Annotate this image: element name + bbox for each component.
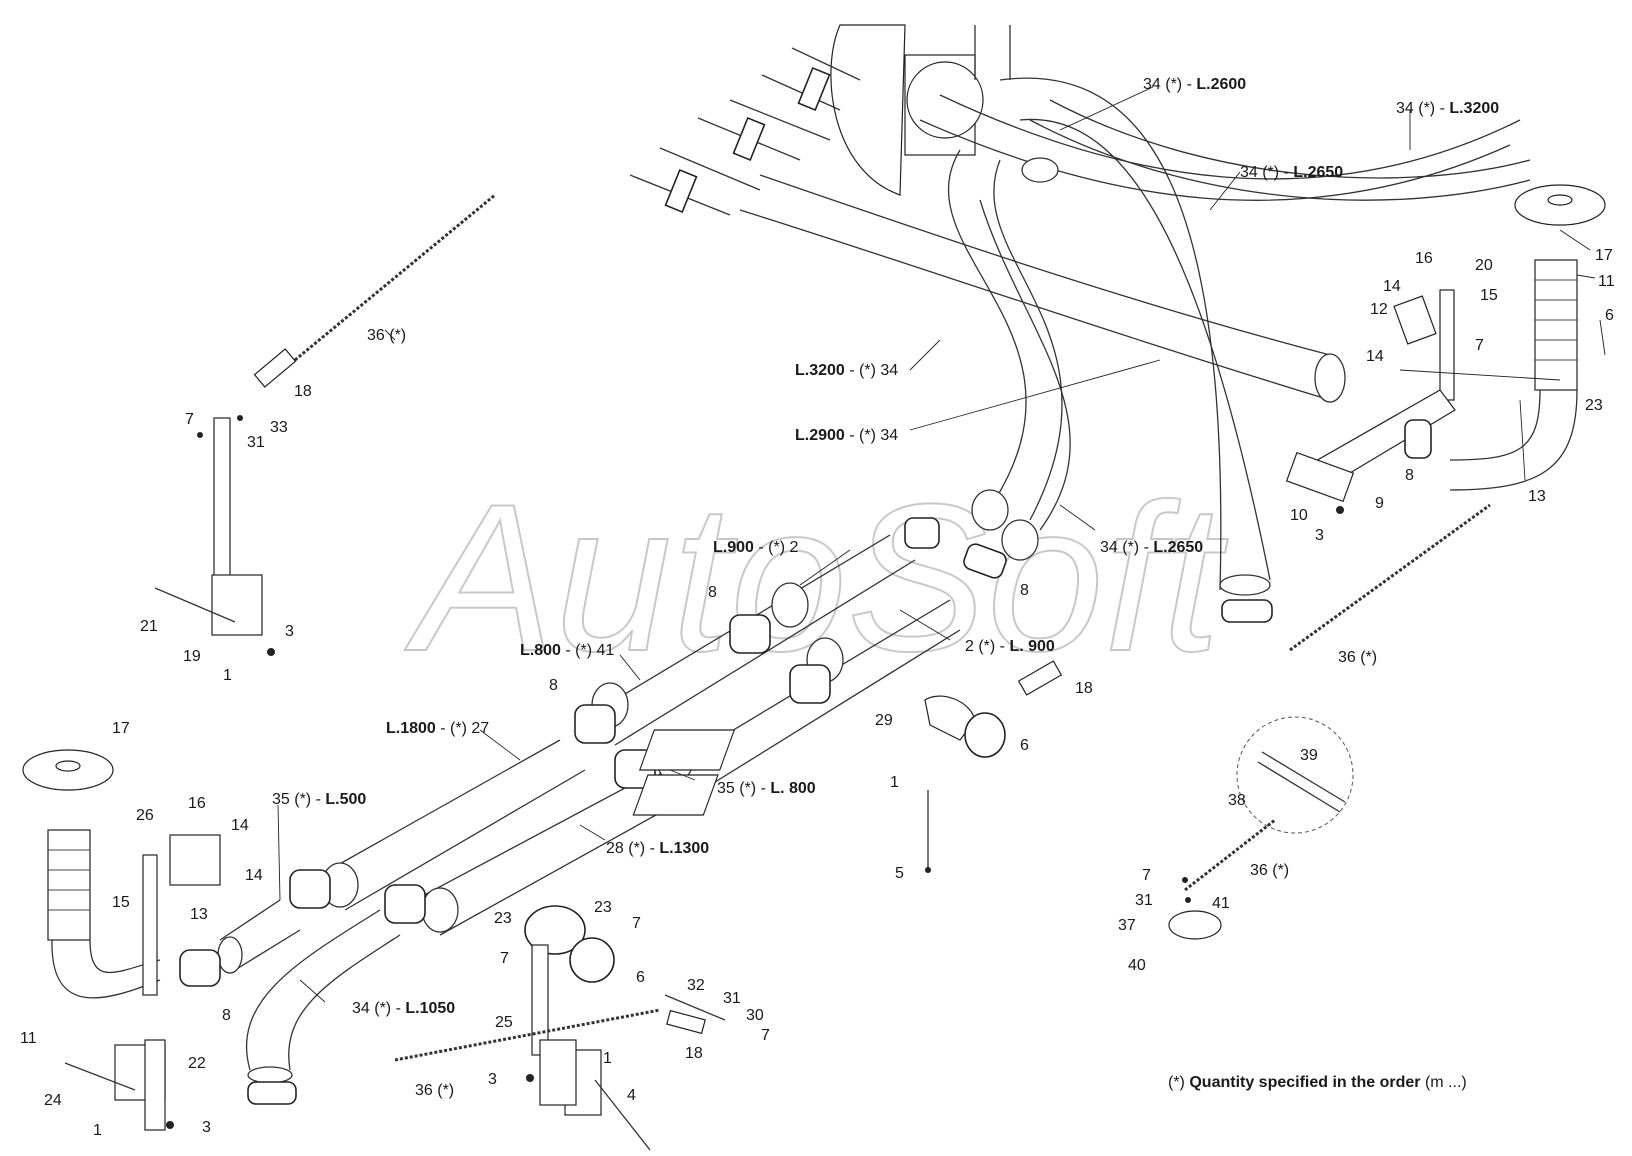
- label-34-l2900: L.2900 - (*) 34: [795, 427, 898, 444]
- callout-22: 22: [188, 1055, 206, 1072]
- bottom-middle-stand: [394, 905, 726, 1151]
- callout-3: 3: [202, 1119, 211, 1136]
- callout-7: 7: [185, 411, 194, 428]
- callout-24: 24: [44, 1092, 62, 1109]
- callout-8: 8: [222, 1007, 231, 1024]
- callout-18: 18: [294, 383, 312, 400]
- callout-14: 14: [1366, 348, 1384, 365]
- callout-11: 11: [20, 1030, 37, 1047]
- label-34-l3200-left: L.3200 - (*) 34: [795, 362, 898, 379]
- callout-36: 36 (*): [1250, 862, 1289, 879]
- callout-7: 7: [761, 1027, 770, 1044]
- callout-8: 8: [708, 584, 717, 601]
- callout-16: 16: [1415, 250, 1433, 267]
- quantity-note: (*) Quantity specified in the order (m .…: [1168, 1074, 1467, 1092]
- callout-6: 6: [1605, 307, 1614, 324]
- callout-36: 36 (*): [1338, 649, 1377, 666]
- label-35-l800: 35 (*) - L. 800: [717, 780, 816, 797]
- callout-10: 10: [1290, 507, 1308, 524]
- label-2-l900: 2 (*) - L. 900: [965, 638, 1055, 655]
- label-28-l1300: 28 (*) - L.1300: [606, 840, 709, 857]
- callout-14: 14: [231, 817, 249, 834]
- callout-1: 1: [603, 1050, 612, 1067]
- label-35-l500: 35 (*) - L.500: [272, 791, 366, 808]
- callout-13: 13: [1528, 488, 1546, 505]
- callout-36: 36 (*): [415, 1082, 454, 1099]
- note-prefix: (*): [1168, 1074, 1185, 1091]
- callout-14: 14: [1383, 278, 1401, 295]
- label-34-l2650-top: 34 (*) - L.2650: [1240, 164, 1343, 181]
- callout-8: 8: [1020, 582, 1029, 599]
- callout-6: 6: [1020, 737, 1029, 754]
- callout-26: 26: [136, 807, 154, 824]
- callout-39: 39: [1300, 747, 1318, 764]
- callout-13: 13: [190, 906, 208, 923]
- callout-31: 31: [247, 434, 265, 451]
- callout-12: 12: [1370, 301, 1388, 318]
- callout-15: 15: [112, 894, 130, 911]
- callout-20: 20: [1475, 257, 1493, 274]
- callout-33: 33: [270, 419, 288, 436]
- callout-1: 1: [93, 1122, 102, 1139]
- callout-18: 18: [685, 1045, 703, 1062]
- callout-1: 1: [890, 774, 899, 791]
- callout-3: 3: [1315, 527, 1324, 544]
- callout-14: 14: [245, 867, 263, 884]
- callout-17: 17: [1595, 247, 1613, 264]
- right-stand: [1285, 184, 1606, 652]
- left-lower-stand: [22, 749, 221, 1131]
- callout-32: 32: [687, 977, 705, 994]
- callout-31: 31: [1135, 892, 1153, 909]
- upper-pipe-bundle: [629, 24, 1531, 623]
- callout-29: 29: [875, 712, 893, 729]
- callout-7: 7: [632, 915, 641, 932]
- callout-37: 37: [1118, 917, 1136, 934]
- left-upper-stand: [154, 193, 496, 656]
- callout-15: 15: [1480, 287, 1498, 304]
- label-34-l1050: 34 (*) - L.1050: [352, 1000, 455, 1017]
- label-34-l2650-mid: 34 (*) - L.2650: [1100, 539, 1203, 556]
- callout-9: 9: [1375, 495, 1384, 512]
- callout-38: 38: [1228, 792, 1246, 809]
- callout-23: 23: [494, 910, 512, 927]
- callout-1: 1: [223, 667, 232, 684]
- callout-7: 7: [1142, 867, 1151, 884]
- label-41-l800: L.800 - (*) 41: [520, 642, 614, 659]
- label-34-l2600: 34 (*) - L.2600: [1143, 76, 1246, 93]
- callout-36: 36 (*): [367, 327, 406, 344]
- callout-17: 17: [112, 720, 130, 737]
- callout-41: 41: [1212, 895, 1230, 912]
- callout-5: 5: [895, 865, 904, 882]
- label-2-l900-top: L.900 - (*) 2: [713, 539, 798, 556]
- callout-25: 25: [495, 1014, 513, 1031]
- note-suffix: (m ...): [1424, 1074, 1467, 1091]
- callout-8: 8: [1405, 467, 1414, 484]
- callout-23: 23: [594, 899, 612, 916]
- callout-8: 8: [549, 677, 558, 694]
- callout-6: 6: [636, 969, 645, 986]
- callout-7: 7: [1475, 337, 1484, 354]
- callout-18: 18: [1075, 680, 1093, 697]
- callout-4: 4: [627, 1087, 636, 1104]
- callout-3: 3: [488, 1071, 497, 1088]
- callout-40: 40: [1128, 957, 1146, 974]
- callout-23: 23: [1585, 397, 1603, 414]
- label-27-l1800: L.1800 - (*) 27: [386, 720, 489, 737]
- callout-11: 11: [1598, 273, 1615, 290]
- callout-30: 30: [746, 1007, 764, 1024]
- callout-3: 3: [285, 623, 294, 640]
- mid-pipe-support: [632, 660, 1063, 873]
- callout-16: 16: [188, 795, 206, 812]
- callout-7: 7: [500, 950, 509, 967]
- callout-21: 21: [140, 618, 158, 635]
- leader-lines: [277, 86, 1606, 1003]
- callout-19: 19: [183, 648, 201, 665]
- chain-anchor-detail: [1168, 716, 1354, 940]
- note-bold-text: Quantity specified in the order: [1189, 1074, 1421, 1091]
- callout-31: 31: [723, 990, 741, 1007]
- label-34-l3200-top: 34 (*) - L.3200: [1396, 100, 1499, 117]
